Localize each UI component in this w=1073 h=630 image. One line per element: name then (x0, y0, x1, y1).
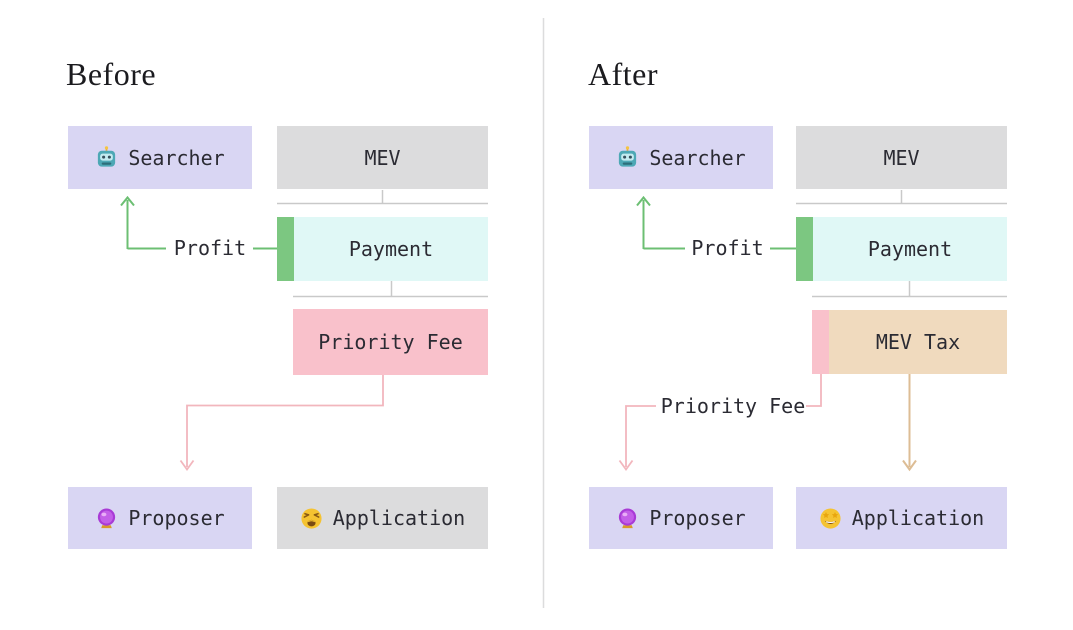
priorityfee-to-proposer-arrow-before (179, 375, 384, 472)
node-mev-before: MEV (277, 126, 488, 189)
node-proposer-after: Proposer (589, 487, 773, 549)
application-label: Application (851, 506, 985, 530)
mev-to-payment-connector-after (796, 190, 1007, 205)
priority-fee-label: Priority Fee (318, 330, 463, 354)
node-proposer-before: Proposer (68, 487, 252, 549)
weary-face-icon (300, 507, 323, 530)
payment-to-priorityfee-connector-before (293, 281, 488, 298)
searcher-label: Searcher (649, 145, 746, 170)
priority-fee-label-after: Priority Fee (660, 394, 806, 418)
mev-tax-area-after: MEV Tax (829, 310, 1007, 374)
node-mev-after: MEV (796, 126, 1007, 189)
mev-to-payment-connector-before (277, 190, 488, 205)
robot-icon (95, 146, 118, 169)
application-label: Application (332, 506, 466, 530)
node-application-after: Application (796, 487, 1007, 549)
node-priority-fee-before: Priority Fee (293, 309, 488, 375)
profit-label-before: Profit (173, 236, 247, 260)
crystal-ball-icon (95, 507, 118, 530)
payment-area-after: Payment (813, 217, 1007, 281)
profit-share-bar-before (277, 217, 294, 281)
node-searcher-before: Searcher (68, 126, 252, 189)
panel-title-before: Before (66, 56, 157, 92)
crystal-ball-icon (616, 507, 639, 530)
payment-label: Payment (867, 237, 953, 261)
searcher-label: Searcher (128, 145, 225, 170)
node-application-before: Application (277, 487, 488, 549)
panel-title-after: After (588, 56, 659, 92)
proposer-label: Proposer (649, 506, 746, 530)
payment-to-mevtax-connector-after (812, 281, 1007, 298)
profit-label-after: Profit (691, 236, 764, 260)
profit-share-bar-after (796, 217, 813, 281)
priority-fee-share-bar-after (812, 310, 829, 374)
robot-icon (616, 146, 639, 169)
mevtax-to-application-arrow-after (902, 374, 917, 472)
payment-label: Payment (348, 237, 434, 261)
mev-label: MEV (364, 145, 401, 170)
node-payment-after: Payment (796, 217, 1007, 281)
node-mev-tax-after: MEV Tax (812, 310, 1007, 374)
payment-area-before: Payment (294, 217, 488, 281)
node-searcher-after: Searcher (589, 126, 773, 189)
star-struck-icon (819, 507, 842, 530)
mev-label: MEV (883, 145, 920, 170)
mev-tax-label: MEV Tax (875, 330, 961, 354)
priorityfee-to-proposer-arrow-after (618, 374, 822, 472)
node-payment-before: Payment (277, 217, 488, 281)
proposer-label: Proposer (128, 506, 225, 530)
